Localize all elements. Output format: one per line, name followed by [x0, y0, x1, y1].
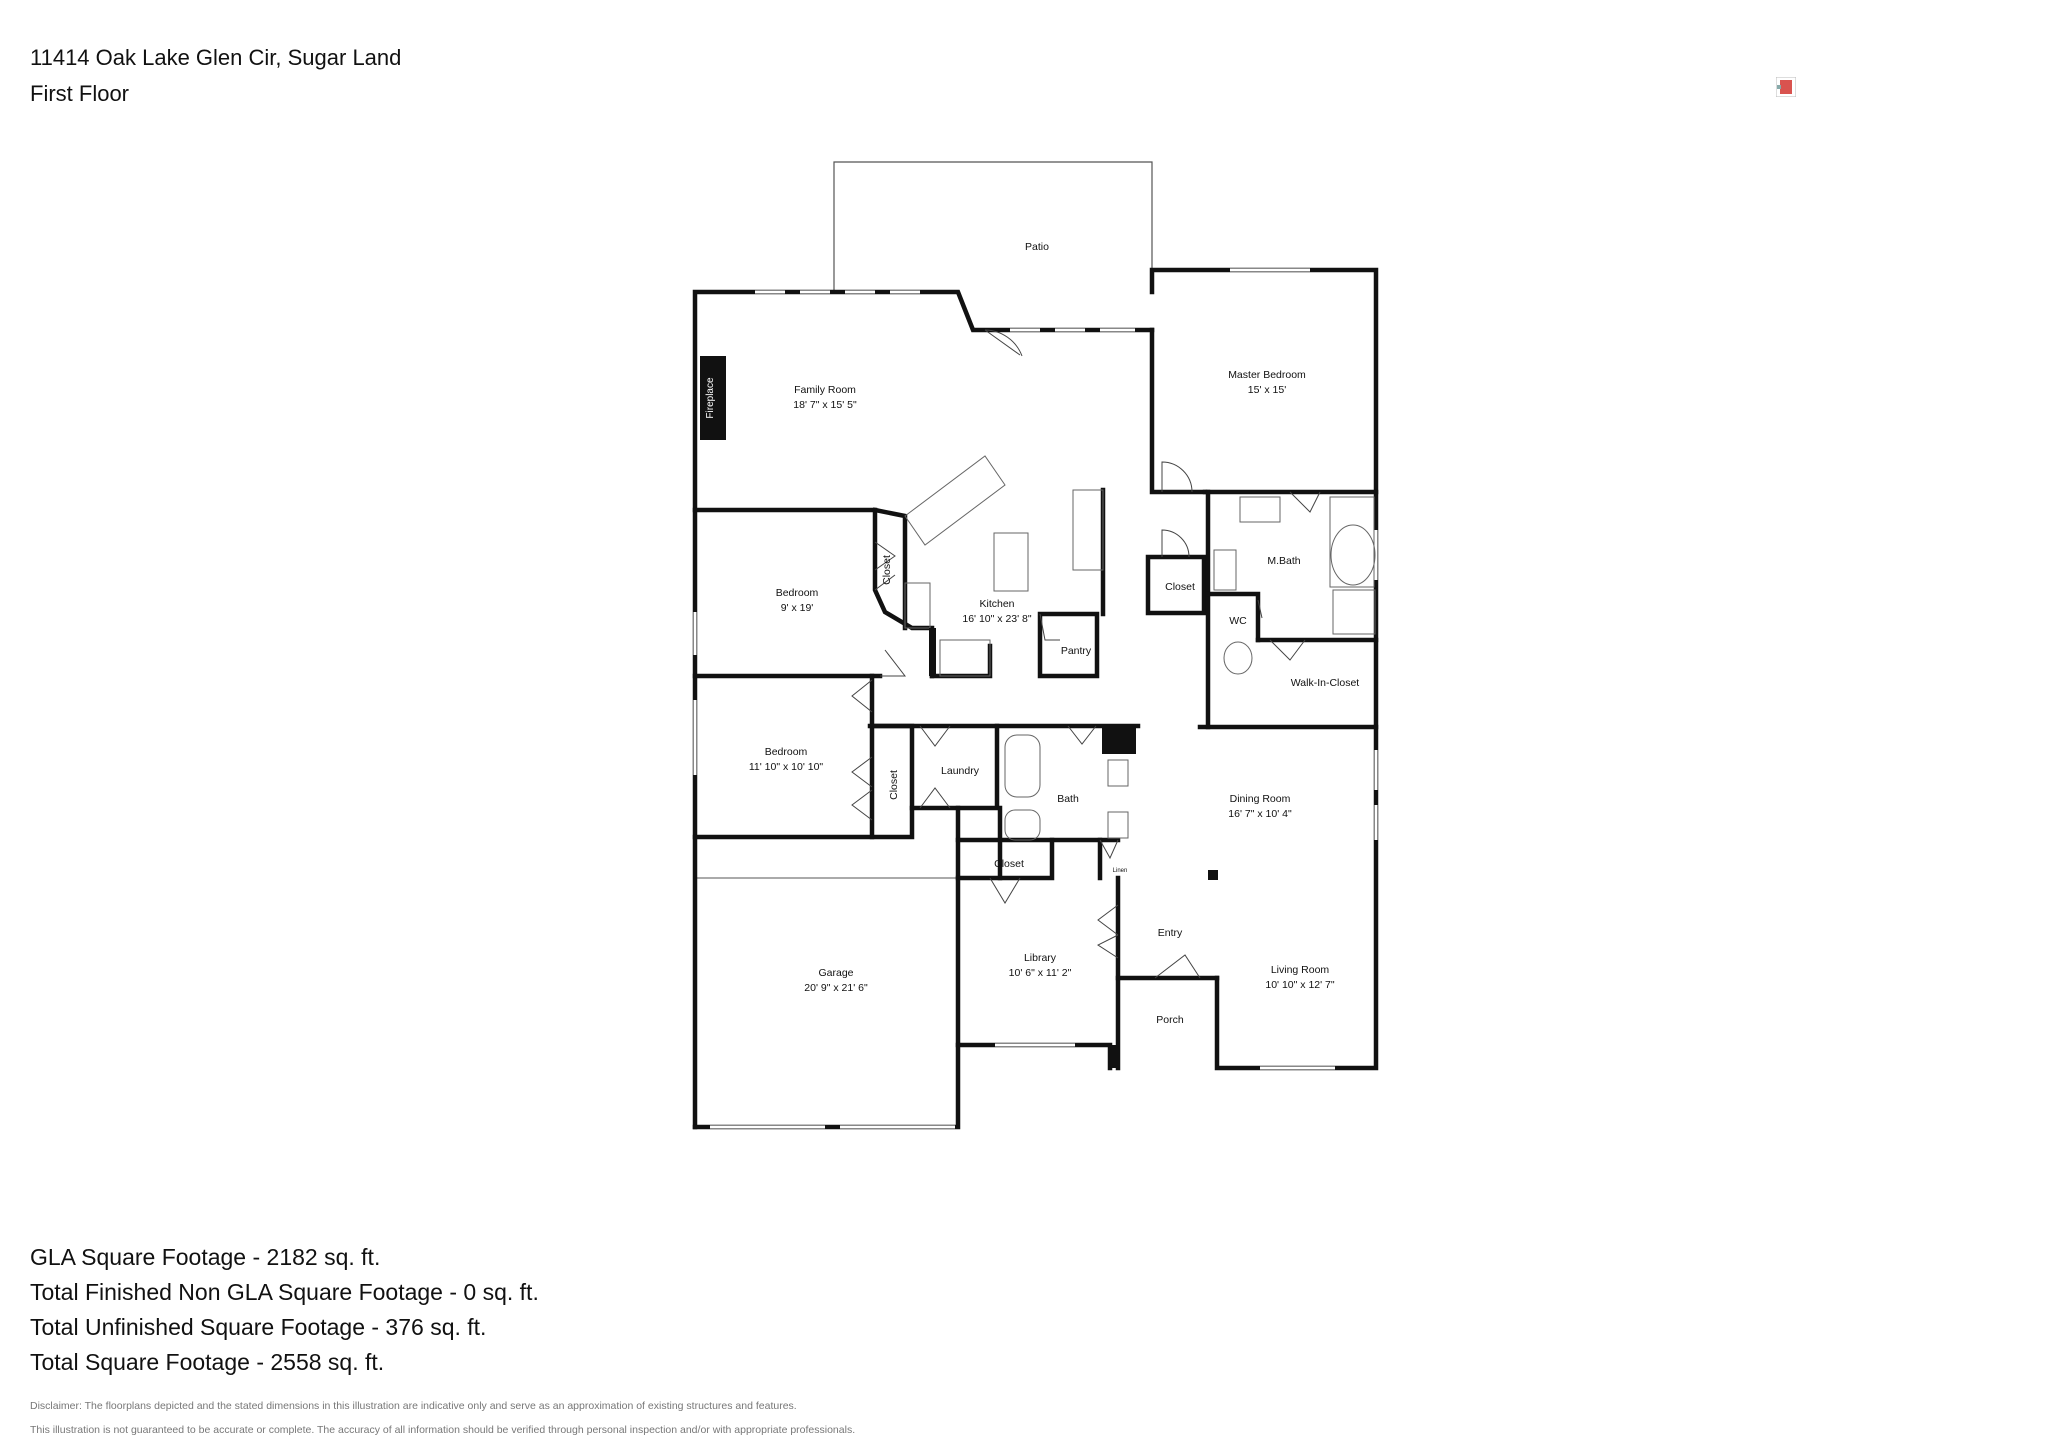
- dims-living-room: 10' 10" x 12' 7": [1265, 979, 1335, 991]
- label-bath: Bath: [1057, 793, 1079, 805]
- dims-family-room: 18' 7" x 15' 5": [793, 399, 857, 411]
- label-dining-room: Dining Room: [1230, 793, 1291, 805]
- stat-non-gla: Total Finished Non GLA Square Footage - …: [30, 1279, 539, 1305]
- dims-garage: 20' 9" x 21' 6": [804, 982, 868, 994]
- square-footage-summary: GLA Square Footage - 2182 sq. ft. Total …: [30, 1240, 539, 1380]
- dims-library: 10' 6" x 11' 2": [1009, 967, 1072, 979]
- header: 11414 Oak Lake Glen Cir, Sugar Land Firs…: [30, 40, 401, 112]
- disclaimer-line-1: Disclaimer: The floorplans depicted and …: [30, 1400, 797, 1412]
- disclaimer: Disclaimer: The floorplans depicted and …: [30, 1394, 855, 1442]
- label-kitchen: Kitchen: [979, 598, 1014, 610]
- label-bedroom-2: Bedroom: [765, 746, 808, 758]
- label-library: Library: [1024, 952, 1057, 964]
- toilet: [1004, 809, 1041, 841]
- dims-kitchen: 16' 10" x 23' 8": [962, 613, 1032, 625]
- kitchen-island: [993, 532, 1029, 592]
- label-closet-b2: Closet: [888, 770, 900, 800]
- label-pantry: Pantry: [1061, 645, 1092, 657]
- windows: [693, 268, 1378, 1129]
- label-closet-lower: Closet: [994, 858, 1024, 870]
- disclaimer-line-2: This illustration is not guaranteed to b…: [30, 1424, 856, 1436]
- kitchen-sink-counter: [904, 455, 1006, 546]
- label-family-room: Family Room: [794, 384, 856, 396]
- label-closet-b1: Closet: [881, 555, 893, 585]
- fixtures: [904, 455, 1376, 841]
- porch-pier: [1110, 1045, 1118, 1068]
- label-walk-in-closet: Walk-In-Closet: [1291, 677, 1360, 689]
- floor-label: First Floor: [30, 81, 129, 106]
- stat-total: Total Square Footage - 2558 sq. ft.: [30, 1349, 385, 1375]
- stat-gla: GLA Square Footage - 2182 sq. ft.: [30, 1244, 381, 1270]
- bathtub: [1004, 734, 1041, 798]
- label-living-room: Living Room: [1271, 964, 1330, 976]
- logo-icon: [1775, 76, 1797, 98]
- label-bedroom-1: Bedroom: [776, 587, 819, 599]
- master-tub: [1330, 524, 1376, 586]
- dims-dining-room: 16' 7" x 10' 4": [1228, 808, 1292, 820]
- label-laundry: Laundry: [941, 765, 980, 777]
- chimney-block: [1102, 726, 1136, 754]
- kitchen-range-counter: [1072, 489, 1104, 571]
- wc-toilet: [1223, 641, 1253, 675]
- label-master-bedroom: Master Bedroom: [1228, 369, 1306, 381]
- doors: [851, 329, 1321, 979]
- label-mbath: M.Bath: [1267, 555, 1300, 567]
- label-porch: Porch: [1156, 1014, 1184, 1026]
- stat-unfinished: Total Unfinished Square Footage - 376 sq…: [30, 1314, 487, 1340]
- dims-bedroom-2: 11' 10" x 10' 10": [749, 761, 824, 773]
- label-wc: WC: [1229, 615, 1247, 627]
- dims-master-bedroom: 15' x 15': [1248, 384, 1286, 396]
- label-garage: Garage: [818, 967, 853, 979]
- label-closet-hall: Closet: [1165, 581, 1195, 593]
- fireplace-label: Fireplace: [705, 377, 716, 419]
- label-patio: Patio: [1025, 241, 1049, 253]
- fireplace-shape: [700, 356, 726, 440]
- label-linen: Linen: [1113, 868, 1128, 874]
- address-title: 11414 Oak Lake Glen Cir, Sugar Land: [30, 45, 402, 70]
- label-entry: Entry: [1158, 927, 1183, 939]
- room-labels: Patio Family Room 18' 7" x 15' 5" Master…: [749, 241, 1359, 1026]
- column-post: [1208, 870, 1218, 880]
- dims-bedroom-1: 9' x 19': [781, 602, 814, 614]
- patio-outline: [833, 161, 1153, 293]
- wall-pier: [929, 628, 936, 676]
